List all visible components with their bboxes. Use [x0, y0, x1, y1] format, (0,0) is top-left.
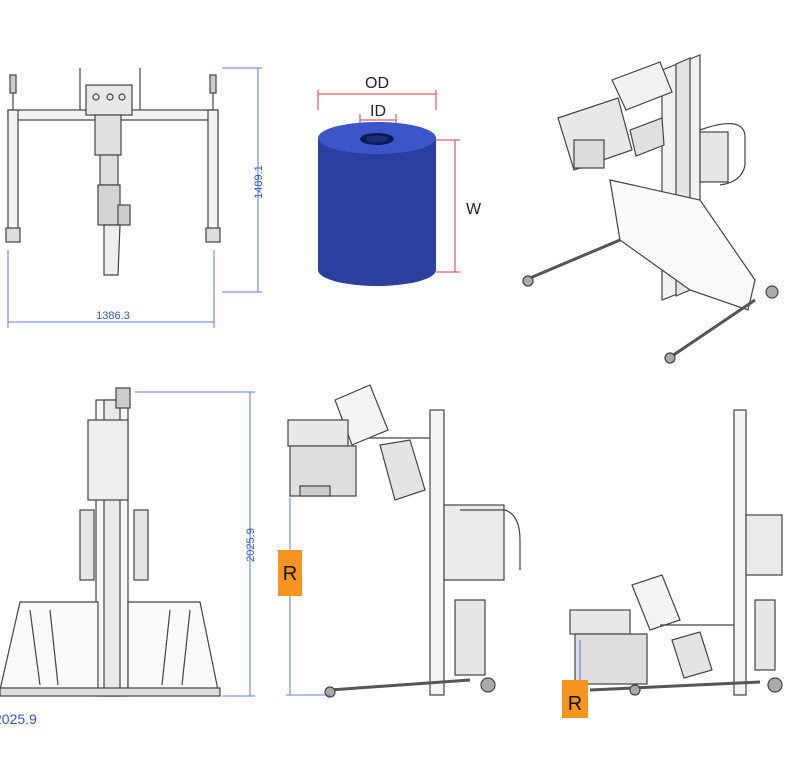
side-view-raised-dimensions	[286, 498, 330, 696]
front-view-height-dimension: 2025.9	[245, 528, 257, 562]
top-view-machine	[5, 68, 221, 276]
front-view-machine	[0, 387, 221, 697]
reach-label-raised: R	[283, 563, 297, 585]
roll-inner-diameter-label: ID	[370, 103, 386, 120]
side-view-lowered-machine	[569, 409, 783, 696]
top-view-height-dimension: 1489.1	[253, 165, 265, 199]
roll-outer-diameter-label: OD	[365, 75, 389, 92]
isometric-view-machine	[522, 54, 779, 364]
top-view-dimensions	[7, 67, 262, 328]
reach-marker-raised	[278, 550, 302, 596]
top-view-width-dimension: 1386.3	[96, 310, 130, 322]
front-view-cut-dimension: 2025.9	[0, 711, 37, 727]
reach-marker-lowered	[562, 680, 588, 718]
roll-cylinder	[318, 122, 436, 286]
reach-label-lowered: R	[568, 693, 582, 715]
front-view-dimensions	[135, 391, 255, 697]
roll-width-label: W	[466, 201, 482, 218]
side-view-raised-machine	[287, 384, 521, 698]
